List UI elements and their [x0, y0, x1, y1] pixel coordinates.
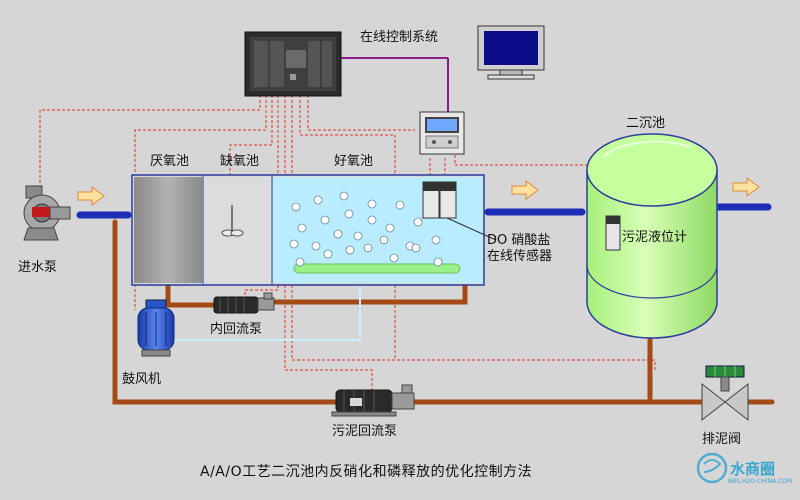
label-sludge-level-meter: 污泥液位计 [622, 230, 688, 245]
label-blower: 鼓风机 [122, 372, 162, 387]
control-cabinet-icon [244, 31, 342, 97]
flow-arrows [77, 177, 760, 206]
air-bubble [345, 245, 355, 255]
watermark-logo-icon [696, 452, 728, 484]
label-internal-pump: 内回流泵 [210, 322, 263, 337]
blower-icon [137, 299, 175, 357]
label-clarifier: 二沉池 [626, 116, 666, 131]
air-bubble [367, 215, 377, 225]
diagram-caption: A/A/O工艺二沉池内反硝化和磷释放的优化控制方法 [200, 464, 533, 480]
air-bubble [295, 257, 305, 267]
network-lines [340, 57, 449, 112]
air-bubbles [289, 191, 443, 267]
air-bubble [320, 215, 330, 225]
online-sensor-icon [422, 181, 497, 241]
label-sensor-line1: DO 硝酸盐 [487, 233, 551, 248]
air-bubble [411, 243, 421, 253]
watermark-brand: 水商圈 [730, 460, 776, 478]
air-bubble [323, 249, 333, 259]
air-bubble [431, 235, 441, 245]
air-bubble [333, 229, 343, 239]
sludge-level-meter-icon [605, 215, 621, 251]
air-bubble [367, 199, 377, 209]
label-anoxic-tank: 缺氧池 [220, 154, 260, 169]
label-aerobic-tank: 好氧池 [334, 154, 374, 169]
sludge-valve-icon [701, 365, 749, 422]
mixer-icon [221, 205, 244, 237]
internal-recirculation-pump-icon [213, 292, 275, 314]
sensor-controller-icon [419, 111, 465, 155]
air-bubble [413, 217, 423, 227]
air-bubble [395, 200, 405, 210]
air-bubble [339, 191, 349, 201]
air-bubble [313, 195, 323, 205]
clarifier-tank [586, 133, 718, 339]
computer-monitor-icon [477, 25, 545, 80]
aeration-diffuser [293, 263, 461, 274]
label-control-system: 在线控制系统 [360, 30, 439, 45]
air-bubble [379, 235, 389, 245]
air-bubble [363, 243, 373, 253]
air-bubble [344, 209, 354, 219]
sludge-return-pump-icon [331, 384, 415, 417]
air-bubble [389, 253, 399, 263]
air-bubble [433, 257, 443, 267]
watermark-url: BBS.H2O-CHINA.COM [728, 478, 793, 485]
water-pipes [76, 203, 772, 219]
anaerobic-fill [134, 177, 202, 283]
air-bubble [297, 223, 307, 233]
label-sludge-valve: 排泥阀 [702, 432, 742, 447]
label-inlet-pump: 进水泵 [18, 260, 58, 275]
air-bubble [289, 239, 299, 249]
inlet-pump-icon [23, 185, 71, 241]
sludge-pipes [112, 219, 775, 405]
label-sensor-line2: 在线传感器 [487, 249, 553, 264]
air-bubble [311, 241, 321, 251]
air-bubble [353, 231, 363, 241]
air-bubble [291, 202, 301, 212]
label-sludge-return-pump: 污泥回流泵 [332, 424, 398, 439]
label-anaerobic-tank: 厌氧池 [150, 154, 190, 169]
air-pipe [160, 285, 361, 341]
air-bubble [385, 223, 395, 233]
